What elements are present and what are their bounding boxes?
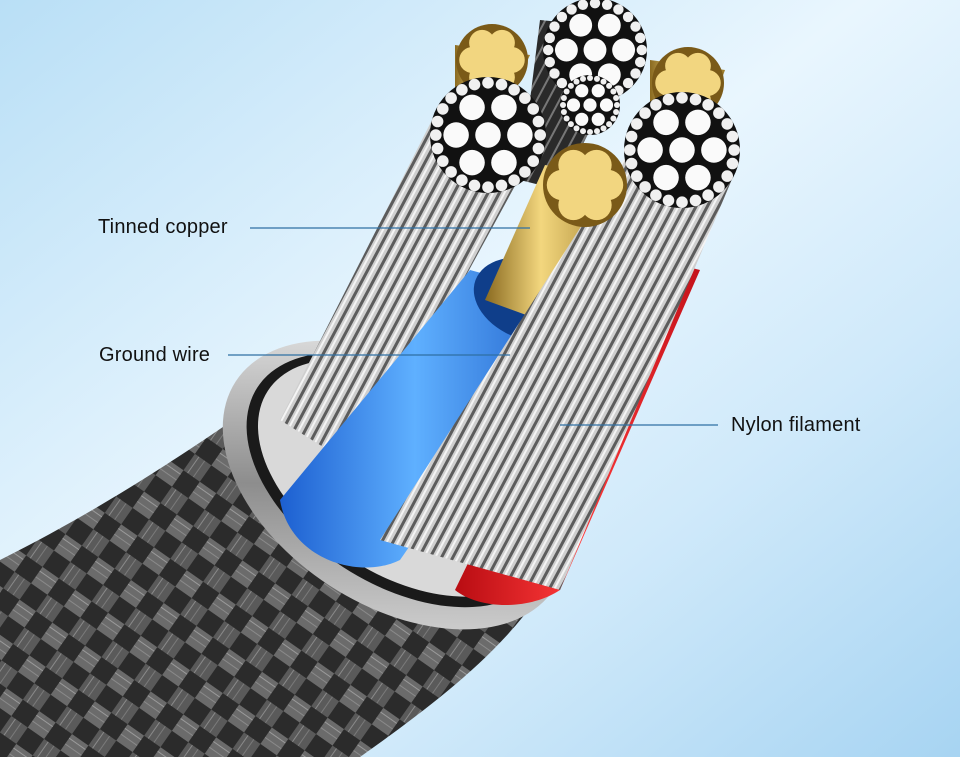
silver-strand-left <box>280 120 540 470</box>
gold-wire-end-back-left <box>456 24 528 96</box>
silver-wire-end-right <box>624 92 740 208</box>
silver-strand-right <box>380 150 740 590</box>
blue-ground-wire <box>280 270 580 568</box>
label-nylon-filament: Nylon filament <box>731 414 861 436</box>
silver-wire-end-center <box>560 75 620 135</box>
gold-wire-end-front <box>543 143 627 227</box>
label-ground-wire: Ground wire <box>99 344 211 366</box>
label-tinned-copper: Tinned copper <box>98 216 228 238</box>
silver-wire-end-left <box>430 77 546 193</box>
